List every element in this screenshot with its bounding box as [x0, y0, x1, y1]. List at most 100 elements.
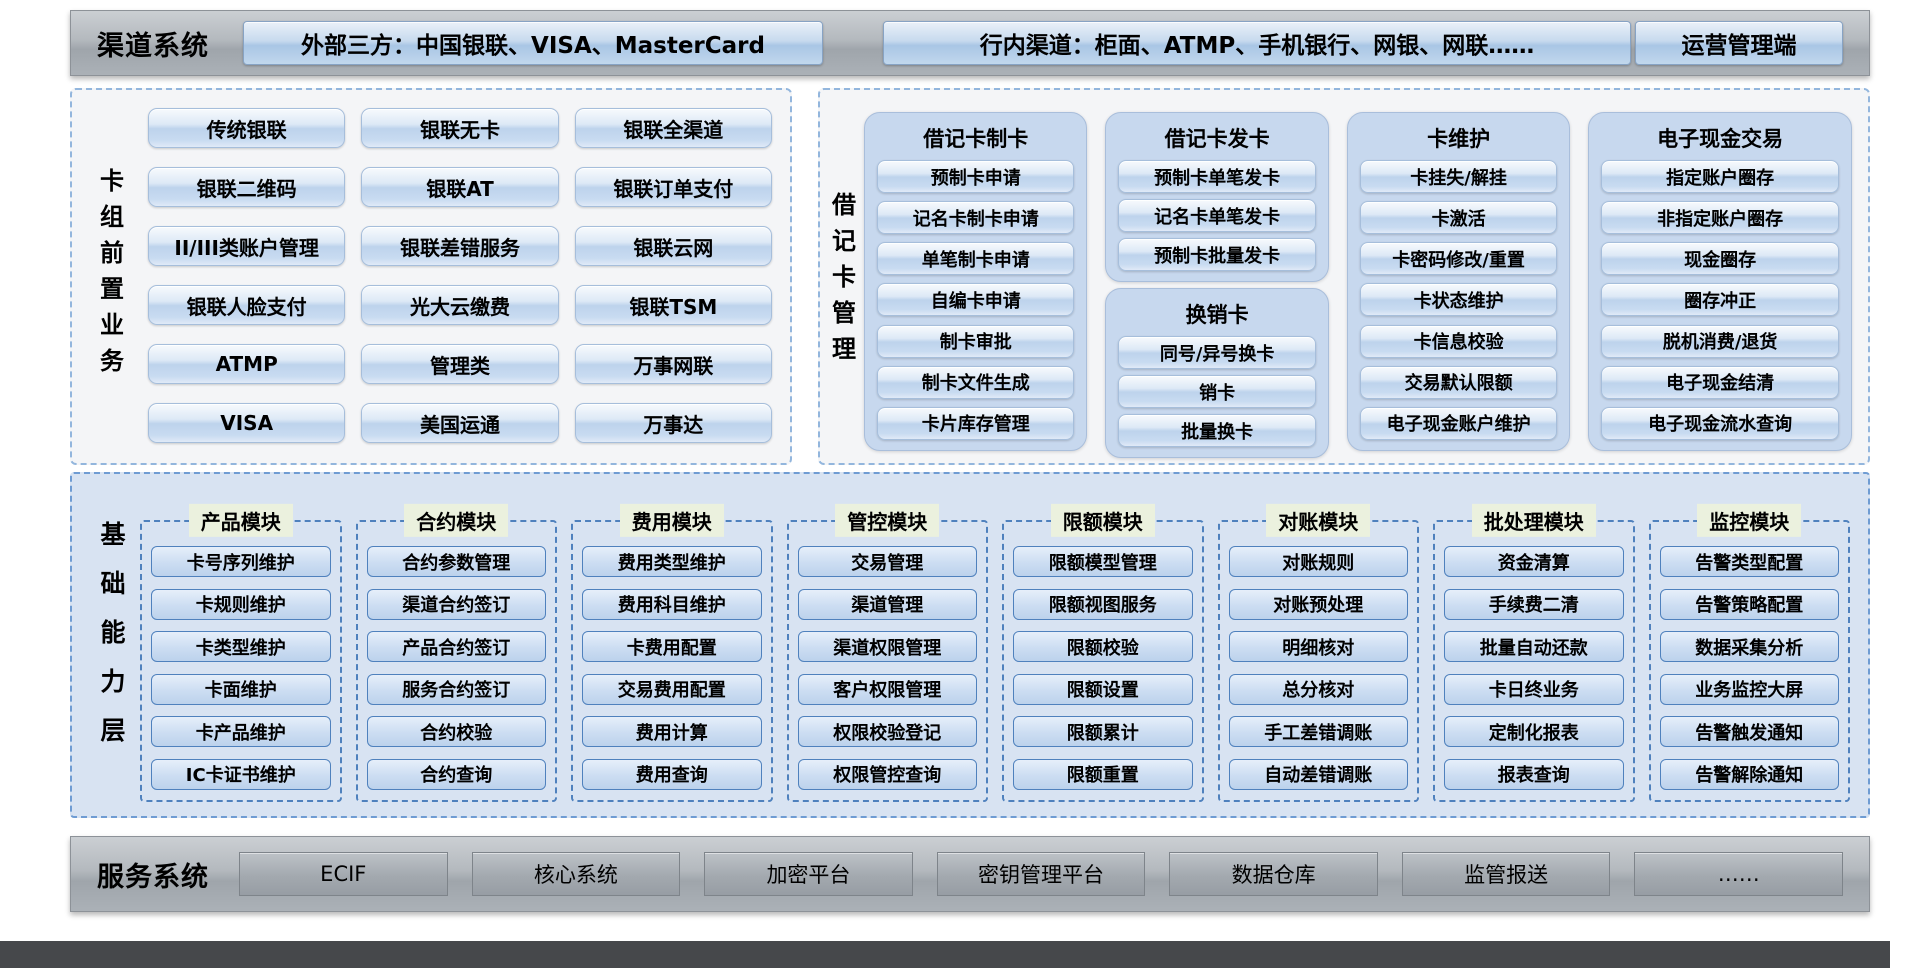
diagram-node: 定制化报表	[1444, 716, 1624, 748]
diagram-node: ECIF	[239, 852, 448, 896]
diagram-node: VISA	[148, 403, 346, 443]
diagram-node: 管理类	[361, 344, 559, 384]
diagram-node: 对账规则	[1228, 546, 1408, 577]
diagram-node: 明细核对	[1228, 631, 1408, 663]
diagram-node: 产品合约签订	[366, 631, 546, 663]
diagram-node: 银联人脸支付	[148, 285, 346, 325]
diagram-node: 同号/异号换卡	[1118, 336, 1316, 369]
module-limit: 限额模块 限额模型管理限额视图服务限额校验限额设置限额累计限额重置	[1002, 503, 1204, 802]
diagram-node: 限额设置	[1013, 673, 1193, 705]
diagram-node: 光大云缴费	[361, 285, 559, 325]
diagram-node: 预制卡批量发卡	[1118, 238, 1316, 271]
card-front-business-grid: 传统银联 银联无卡 银联全渠道 银联二维码 银联AT 银联订单支付 II/III…	[148, 108, 772, 443]
channel-box-internal-channels: 行内渠道：柜面、ATMP、手机银行、网银、网联……	[883, 21, 1631, 65]
diagram-node: 渠道合约签订	[366, 588, 546, 620]
module-monitor: 监控模块 告警类型配置告警策略配置数据采集分析业务监控大屏告警触发通知告警解除通…	[1648, 503, 1850, 802]
group-items: 同号/异号换卡销卡批量换卡	[1118, 336, 1316, 447]
diagram-node: 合约参数管理	[366, 546, 546, 577]
diagram-node: 电子现金账户维护	[1359, 406, 1558, 440]
diagram-node: 银联TSM	[574, 285, 772, 325]
module-control: 管控模块 交易管理渠道管理渠道权限管理客户权限管理权限校验登记权限管控查询	[786, 503, 988, 802]
group-title: 借记卡制卡	[923, 127, 1029, 151]
diagram-node: 卡规则维护	[151, 588, 331, 620]
diagram-node: 单笔制卡申请	[877, 242, 1075, 276]
diagram-node: 销卡	[1118, 375, 1316, 408]
diagram-node: ……	[1634, 852, 1844, 896]
diagram-node: 预制卡单笔发卡	[1118, 160, 1316, 193]
diagram-node: 银联无卡	[361, 108, 559, 148]
diagram-node: 手工差错调账	[1228, 716, 1408, 748]
diagram-node: 加密平台	[704, 852, 913, 896]
diagram-node: 限额视图服务	[1013, 588, 1193, 620]
diagram-node: 传统银联	[148, 108, 346, 148]
card-front-business-label: 卡组前置业务	[95, 167, 124, 384]
diagram-node: 卡面维护	[151, 673, 331, 705]
diagram-node: 数据仓库	[1169, 852, 1378, 896]
group-items: 指定账户圈存非指定账户圈存现金圈存圈存冲正脱机消费/退货电子现金结清电子现金流水…	[1601, 160, 1839, 440]
diagram-node: 权限校验登记	[797, 716, 977, 748]
diagram-node: 核心系统	[471, 852, 681, 896]
slide-footer-bar	[0, 941, 1890, 968]
group-card-making: 借记卡制卡 预制卡申请记名卡制卡申请单笔制卡申请自编卡申请制卡审批制卡文件生成卡…	[864, 112, 1088, 451]
module-items: 限额模型管理限额视图服务限额校验限额设置限额累计限额重置	[1013, 546, 1193, 790]
channel-box-external-third-party: 外部三方：中国银联、VISA、MasterCard	[243, 21, 823, 65]
diagram-node: 卡号序列维护	[151, 546, 331, 577]
diagram-node: 预制卡申请	[877, 160, 1075, 193]
group-items: 预制卡申请记名卡制卡申请单笔制卡申请自编卡申请制卡审批制卡文件生成卡片库存管理	[877, 160, 1075, 440]
service-system-label: 服务系统	[97, 861, 209, 893]
diagram-node: 卡费用配置	[582, 631, 762, 663]
diagram-node: 记名卡制卡申请	[877, 201, 1075, 235]
module-contract: 合约模块 合约参数管理渠道合约签订产品合约签订服务合约签订合约校验合约查询	[355, 503, 557, 802]
diagram-node: 手续费二清	[1444, 588, 1624, 620]
diagram-node: IC卡证书维护	[151, 758, 331, 790]
diagram-node: 卡片库存管理	[877, 406, 1075, 440]
group-ecash-transaction: 电子现金交易 指定账户圈存非指定账户圈存现金圈存圈存冲正脱机消费/退货电子现金结…	[1588, 112, 1852, 451]
group-title: 电子现金交易	[1657, 127, 1784, 151]
diagram-node: 报表查询	[1444, 758, 1624, 790]
diagram-node: 合约查询	[366, 758, 546, 790]
group-card-issuing: 借记卡发卡 预制卡单笔发卡记名卡单笔发卡预制卡批量发卡	[1105, 112, 1329, 282]
module-items: 费用类型维护费用科目维护卡费用配置交易费用配置费用计算费用查询	[582, 546, 762, 790]
diagram-node: 卡信息校验	[1359, 324, 1558, 358]
debit-column-ecash: 电子现金交易 指定账户圈存非指定账户圈存现金圈存圈存冲正脱机消费/退货电子现金结…	[1588, 112, 1852, 451]
module-fee: 费用模块 费用类型维护费用科目维护卡费用配置交易费用配置费用计算费用查询	[571, 503, 773, 802]
module-items: 合约参数管理渠道合约签订产品合约签订服务合约签订合约校验合约查询	[366, 546, 546, 790]
module-title: 合约模块	[404, 503, 509, 537]
diagram-node: 渠道权限管理	[797, 631, 977, 663]
module-title: 管控模块	[835, 503, 940, 537]
diagram-node: 交易管理	[797, 546, 977, 577]
module-title: 监控模块	[1697, 503, 1802, 537]
diagram-node: 电子现金结清	[1601, 365, 1839, 399]
diagram-node: 告警触发通知	[1659, 716, 1839, 748]
diagram-node: 费用科目维护	[582, 588, 762, 620]
diagram-node: 告警策略配置	[1659, 588, 1839, 620]
diagram-node: 卡类型维护	[151, 631, 331, 663]
module-items: 资金清算手续费二清批量自动还款卡日终业务定制化报表报表查询	[1444, 546, 1624, 790]
debit-card-management-label: 借记卡管理	[827, 191, 856, 372]
diagram-node: 制卡审批	[877, 324, 1075, 358]
diagram-node: 合约校验	[366, 716, 546, 748]
diagram-node: 限额重置	[1013, 758, 1193, 790]
diagram-node: 万事网联	[574, 344, 772, 384]
diagram-node: II/III类账户管理	[148, 226, 346, 266]
diagram-node: 卡状态维护	[1359, 283, 1558, 317]
diagram-node: 监管报送	[1401, 852, 1611, 896]
diagram-node: 记名卡单笔发卡	[1118, 199, 1316, 232]
channel-box-operation-console: 运营管理端	[1635, 21, 1843, 65]
diagram-node: 总分核对	[1228, 673, 1408, 705]
group-items: 卡挂失/解挂卡激活卡密码修改/重置卡状态维护卡信息校验交易默认限额电子现金账户维…	[1359, 160, 1558, 440]
group-title: 换销卡	[1185, 303, 1249, 327]
diagram-node: 数据采集分析	[1659, 631, 1839, 663]
group-title: 借记卡发卡	[1164, 127, 1270, 151]
diagram-node: 权限管控查询	[797, 758, 977, 790]
group-title: 卡维护	[1427, 127, 1491, 151]
module-items: 交易管理渠道管理渠道权限管理客户权限管理权限校验登记权限管控查询	[797, 546, 977, 790]
module-title: 对账模块	[1266, 503, 1371, 537]
module-items: 对账规则对账预处理明细核对总分核对手工差错调账自动差错调账	[1228, 546, 1408, 790]
diagram-node: 交易默认限额	[1359, 365, 1558, 399]
debit-column-card-maintenance: 卡维护 卡挂失/解挂卡激活卡密码修改/重置卡状态维护卡信息校验交易默认限额电子现…	[1346, 112, 1571, 451]
